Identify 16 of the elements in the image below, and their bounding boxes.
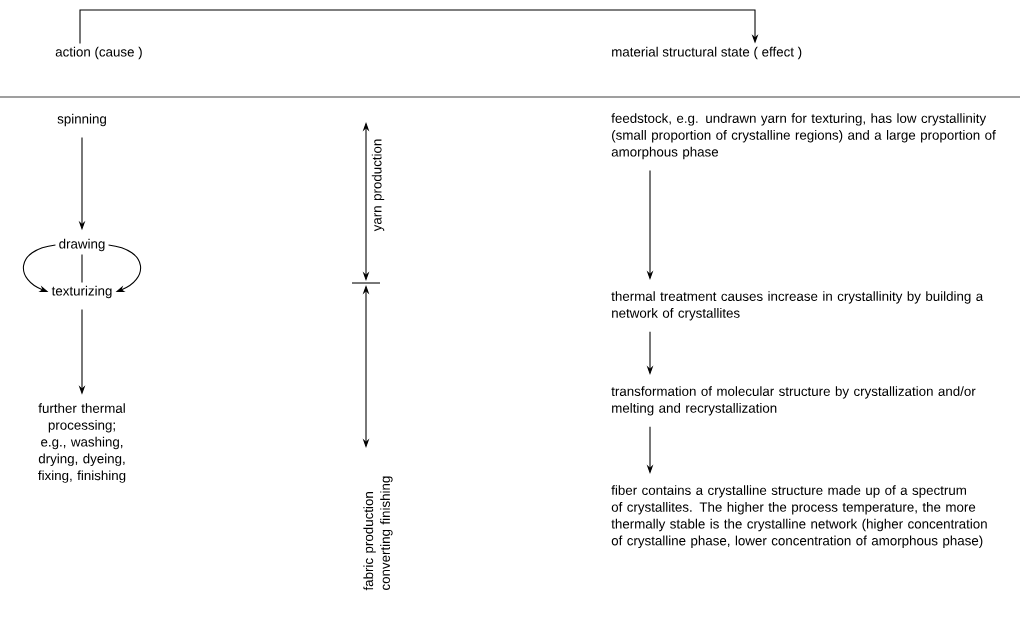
connector-line — [81, 253, 83, 284]
dimension-label: fabric production converting finishing — [363, 476, 393, 591]
step-text: further thermal processing; e.g., washing, drying, dyeing, fixing, finishing — [38, 403, 126, 483]
header-text: action (cause ) — [55, 46, 142, 60]
curved-arrow — [108, 244, 141, 292]
state-text: transformation of molecular structure by crystallization and/or melting and recrystallization — [611, 386, 976, 416]
step-text: texturizing — [51, 285, 112, 299]
state-text: feedstock, e.g. undrawn yarn for texturing, has low crystallinity (small proportion of crystalline regions) and a large proportion of amorphous phase — [611, 113, 996, 160]
step-text: drawing — [59, 238, 105, 252]
elbow-connector — [79, 9, 759, 45]
header-text: material structural state ( effect ) — [612, 46, 802, 60]
state-text: fiber contains a crystalline structure made up of a spectrum of crystallites. The higher the process temperature, the more thermally stable is the crystalline network (higher concentration of crystalline phase, lower concentration of amorphous phase) — [611, 485, 987, 549]
step-text: spinning — [57, 113, 106, 127]
dimension-label: yarn production — [370, 133, 386, 237]
curved-arrow — [23, 244, 56, 292]
state-text: thermal treatment causes increase in crystallinity by building a network of crystallites — [611, 291, 984, 321]
